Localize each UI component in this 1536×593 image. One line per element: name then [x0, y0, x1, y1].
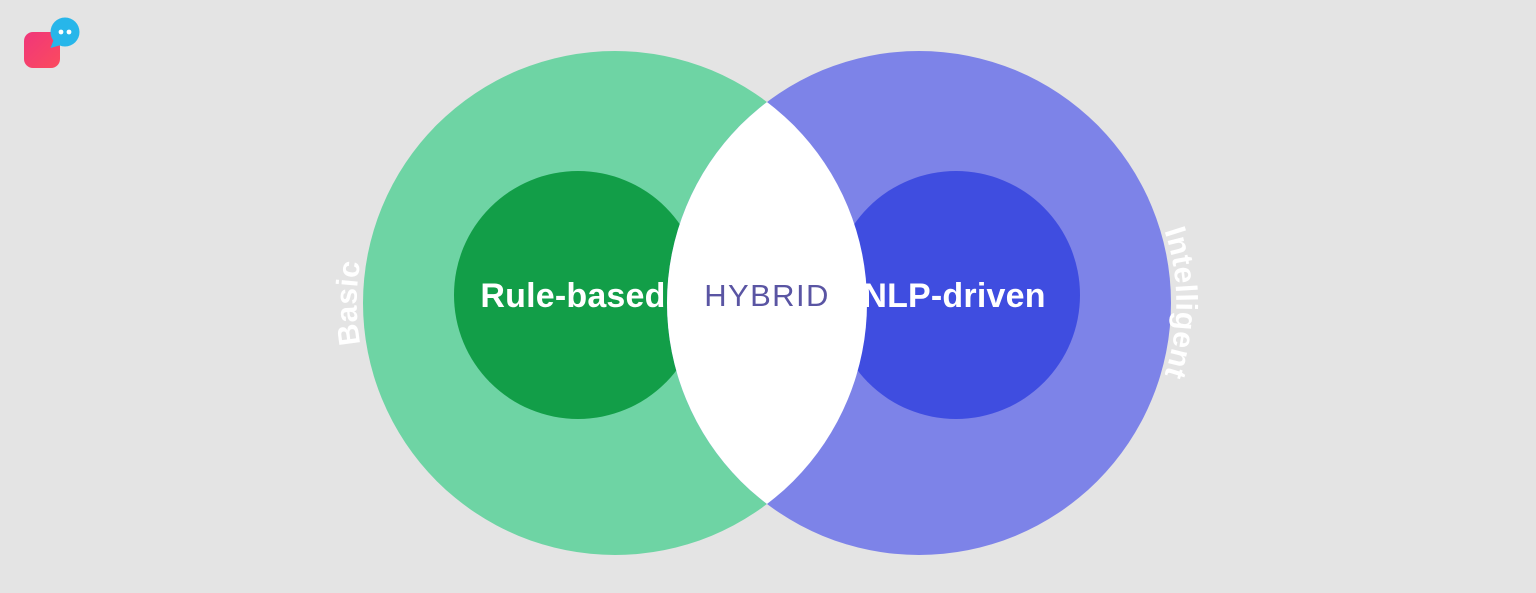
- label-rule-based: Rule-based: [480, 277, 665, 315]
- logo-bubble-shape: [50, 17, 80, 47]
- logo-square-shape: [24, 32, 60, 68]
- label-basic-arc: Basic: [331, 258, 368, 348]
- inner-circle-rule-based[interactable]: [454, 171, 702, 419]
- logo-bubble-tail: [50, 39, 61, 48]
- logo-bubble-dot-1: [58, 29, 64, 35]
- label-basic-arc-text: Basic: [331, 258, 367, 348]
- logo-speech-bubble-icon: [50, 17, 80, 48]
- logo[interactable]: [20, 14, 82, 72]
- venn-intersection-region[interactable]: [667, 51, 1171, 555]
- intersection-lens-shape: [667, 51, 867, 555]
- logo-icon: [24, 17, 80, 68]
- logo-bubble-dot-2: [66, 29, 72, 35]
- label-hybrid: HYBRID: [704, 278, 830, 313]
- inner-circle-nlp-driven[interactable]: [832, 171, 1080, 419]
- label-nlp-driven: NLP-driven: [862, 277, 1045, 315]
